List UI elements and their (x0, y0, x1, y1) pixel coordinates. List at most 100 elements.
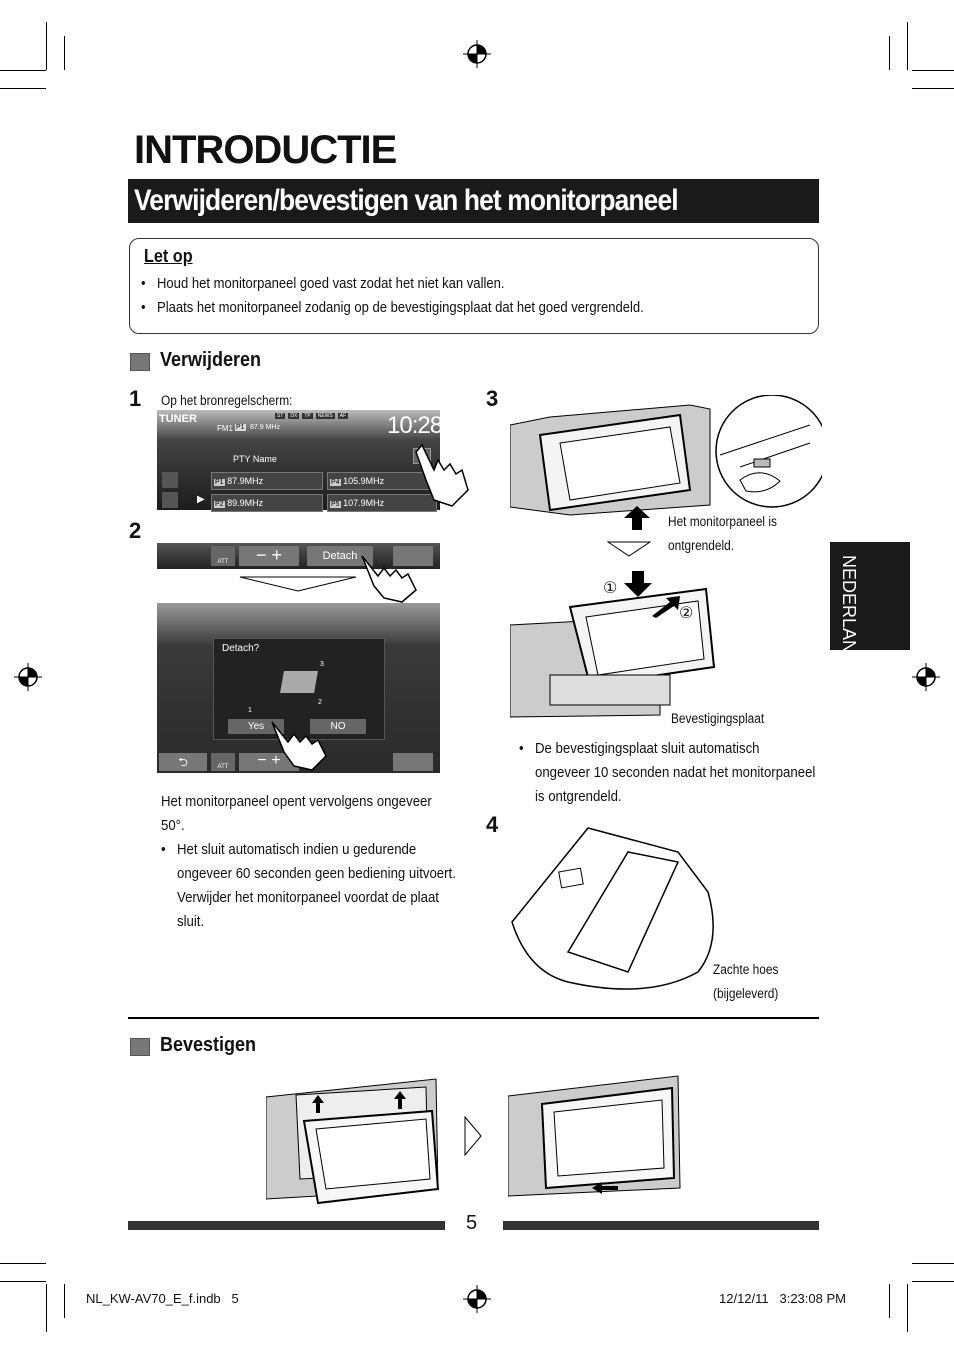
monitor-icon (280, 671, 318, 693)
bullet-dot: • (519, 740, 524, 757)
caption-line: ontgrendeld. (668, 538, 735, 553)
print-datetime: 12/12/11 3:23:08 PM (719, 1291, 846, 1306)
source-label: TUNER (159, 413, 197, 425)
registration-mark-icon (463, 1285, 491, 1313)
crop-mark (912, 70, 954, 71)
crop-mark (889, 1284, 890, 1318)
indicator: TP (302, 413, 313, 419)
preset-button[interactable]: P1 87.9MHz (211, 472, 323, 490)
language-label: NEDERLANDS (839, 555, 859, 679)
frequency-label: 87.9 MHz (250, 424, 280, 431)
tuner-screen: TUNER FM1 P1 87.9 MHz ST DX TP NEWS AF 1… (157, 410, 443, 512)
caution-item: Plaats het monitorpaneel zodanig op de b… (157, 300, 644, 316)
section-square-icon (130, 353, 150, 371)
attach-heading: Bevestigen (160, 1034, 257, 1056)
caution-title: Let op (144, 246, 193, 266)
step-number: 3 (486, 386, 499, 411)
crop-mark (46, 1284, 47, 1332)
crop-mark (912, 88, 954, 89)
plate-bullet-line: is ontgrendeld. (535, 788, 622, 805)
crop-mark (907, 1284, 908, 1332)
bullet-line: Verwijder het monitorpaneel voordat de p… (177, 889, 439, 906)
play-icon[interactable]: ▶ (197, 494, 205, 505)
detach-button[interactable]: Detach (307, 546, 373, 566)
crop-mark (64, 36, 65, 70)
section-square-icon (130, 1038, 150, 1056)
crop-mark (912, 1281, 954, 1282)
att-button[interactable]: ATT (211, 546, 235, 566)
registration-mark-icon (912, 663, 940, 691)
crop-mark (0, 1263, 46, 1264)
eject-button[interactable] (393, 546, 433, 566)
band-label: FM1 (217, 424, 233, 433)
caption-line: (bijgeleverd) (713, 986, 779, 1001)
no-button[interactable]: NO (310, 719, 366, 734)
indicator: NEWS (315, 413, 335, 419)
section-divider (128, 1017, 819, 1019)
indicator: ST (275, 413, 286, 419)
attach-illustration-1 (266, 1078, 440, 1205)
pointing-hand-icon (361, 555, 417, 603)
soft-case-illustration (511, 827, 714, 990)
page-number: 5 (466, 1212, 478, 1234)
volume-buttons[interactable]: − + (239, 546, 299, 566)
up-arrow-icon (624, 506, 650, 530)
footer-bar-left (128, 1221, 445, 1230)
indicator: AF (337, 413, 349, 419)
preset-button[interactable]: P4 105.9MHz (327, 472, 437, 490)
preset-button[interactable]: P5 107.9MHz (327, 494, 437, 512)
plate-bullet-line: De bevestigingsplaat sluit automatisch (535, 740, 760, 757)
pointing-hand-icon (415, 443, 469, 507)
section-title-bar (128, 179, 819, 223)
control-bar: ATT − + Detach (157, 543, 440, 569)
step-number: 2 (129, 518, 142, 543)
caution-bullet: • (141, 276, 146, 292)
pointing-hand-icon (271, 721, 327, 771)
detach-dialog: Detach? 3 2 1 Yes NO (213, 638, 385, 740)
preset-button[interactable]: P2 89.9MHz (211, 494, 323, 512)
list-icon[interactable] (162, 492, 178, 508)
language-tab (830, 542, 910, 650)
caution-bullet: • (141, 300, 146, 316)
page-title: INTRODUCTIE (134, 128, 397, 172)
after-text-line: Het monitorpaneel opent vervolgens ongev… (161, 793, 432, 810)
att-button[interactable]: ATT (211, 753, 235, 771)
unit-illustration (510, 395, 822, 516)
after-text-line: 50°. (161, 817, 185, 834)
section-title: Verwijderen/bevestigen van het monitorpa… (134, 184, 679, 217)
back-button[interactable]: ⮌ (159, 753, 207, 771)
bullet-line: ongeveer 60 seconden geen bediening uitv… (177, 865, 456, 882)
down-triangle-icon (239, 576, 357, 592)
down-triangle-icon (607, 541, 651, 557)
registration-mark-icon (14, 663, 42, 691)
crop-mark (889, 36, 890, 70)
bullet-line: sluit. (177, 913, 205, 930)
bullet-dot: • (161, 841, 166, 858)
step-label: 2 (318, 699, 322, 706)
step-number: 1 (129, 386, 142, 411)
crop-mark (0, 1281, 46, 1282)
caption-line: Het monitorpaneel is (668, 514, 777, 529)
attach-illustration-2 (508, 1075, 681, 1197)
step-label: 1 (248, 707, 252, 714)
down-arrow-icon[interactable] (162, 472, 178, 488)
crop-mark (907, 22, 908, 70)
volume-buttons[interactable]: − + (239, 753, 299, 771)
down-arrow-icon (624, 571, 652, 597)
eject-button[interactable] (393, 753, 433, 771)
bullet-line: Het sluit automatisch indien u gedurende (177, 841, 417, 858)
crop-mark (64, 1284, 65, 1318)
crop-mark (46, 22, 47, 70)
footer-bar-right (503, 1221, 819, 1230)
crop-mark (0, 70, 46, 71)
clock: 10:28 (387, 412, 443, 439)
registration-mark-icon (463, 40, 491, 68)
up-right-arrow-icon (652, 596, 680, 618)
pty-name: PTY Name (233, 454, 277, 464)
preset-badge: P1 (235, 424, 246, 431)
circle-number: ② (679, 605, 694, 622)
plate-caption: Bevestigingsplaat (671, 711, 765, 726)
crop-mark (912, 1263, 954, 1264)
yes-button[interactable]: Yes (228, 719, 284, 734)
remove-heading: Verwijderen (160, 349, 262, 371)
